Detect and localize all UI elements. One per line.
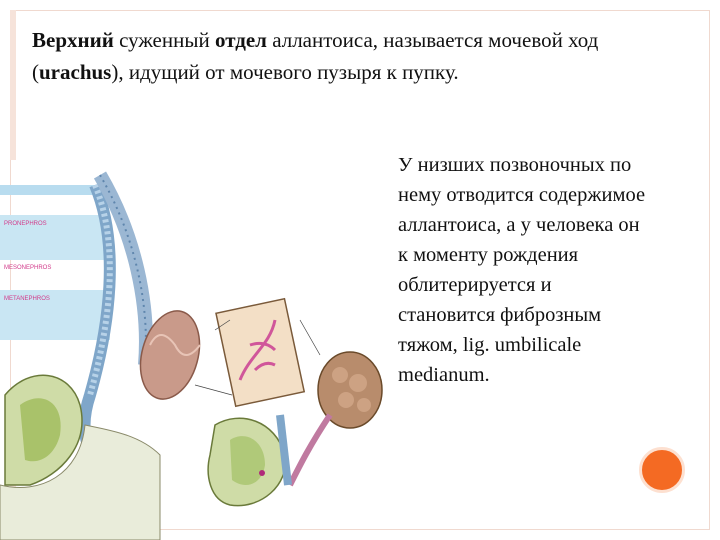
label-metanephros: METANEPHROS (4, 296, 50, 302)
lobule (349, 374, 367, 392)
tissue-lower (0, 424, 161, 540)
ureter (287, 413, 333, 487)
heading-text-1: суженный (113, 28, 215, 52)
heading-text-3: ( (32, 60, 39, 84)
heading-bold-1: Верхний (32, 28, 114, 52)
accent-circle (639, 447, 685, 493)
duct-lower (276, 414, 292, 486)
heading-text-2: аллантоиса, называется мочевой ход (266, 28, 599, 52)
marker-dot (259, 470, 265, 476)
body-line: облитерируется и (398, 274, 552, 296)
body-line: medianum. (398, 364, 490, 386)
label-pronephros: PRONEPHROS (4, 221, 47, 227)
leader-line (214, 319, 231, 331)
body-line: тяжом, lig. umbilicale (398, 334, 582, 356)
lobule (357, 398, 371, 412)
bladder-center-inner (230, 436, 265, 485)
anatomy-illustration: PRONEPHROS MESONEPHROS METANEPHROS (0, 171, 383, 540)
body-line: нему отводится содержимое (398, 184, 646, 206)
body-line: становится фиброзным (398, 304, 602, 326)
kidney-shape (139, 310, 201, 400)
label-mesonephros: MESONEPHROS (4, 265, 51, 271)
lobule (332, 367, 348, 383)
body-paragraph: У низших позвоночных по нему отводится с… (398, 150, 698, 390)
kidney-detail (149, 334, 201, 356)
band (0, 215, 110, 260)
band (0, 290, 110, 340)
body-line: аллантоиса, а у человека он (398, 214, 640, 236)
duct-segments (87, 183, 113, 396)
leader-line (299, 319, 321, 356)
heading-bold-3: urachus (39, 60, 112, 84)
inset-box (215, 297, 306, 408)
frame-accent-top (10, 10, 16, 160)
lobule (338, 392, 354, 408)
heading-text-4: ), идущий от мочевого пузыря к пупку. (111, 60, 459, 84)
leader-line (194, 384, 233, 396)
band (0, 185, 95, 195)
bladder-inner (20, 398, 61, 462)
body-line: У низших позвоночных по (398, 154, 632, 176)
slide-heading: Верхний суженный отдел аллантоиса, назыв… (32, 24, 692, 88)
heading-bold-2: отдел (214, 28, 267, 52)
inset-vessels (238, 319, 277, 381)
body-line: к моменту рождения (398, 244, 579, 266)
